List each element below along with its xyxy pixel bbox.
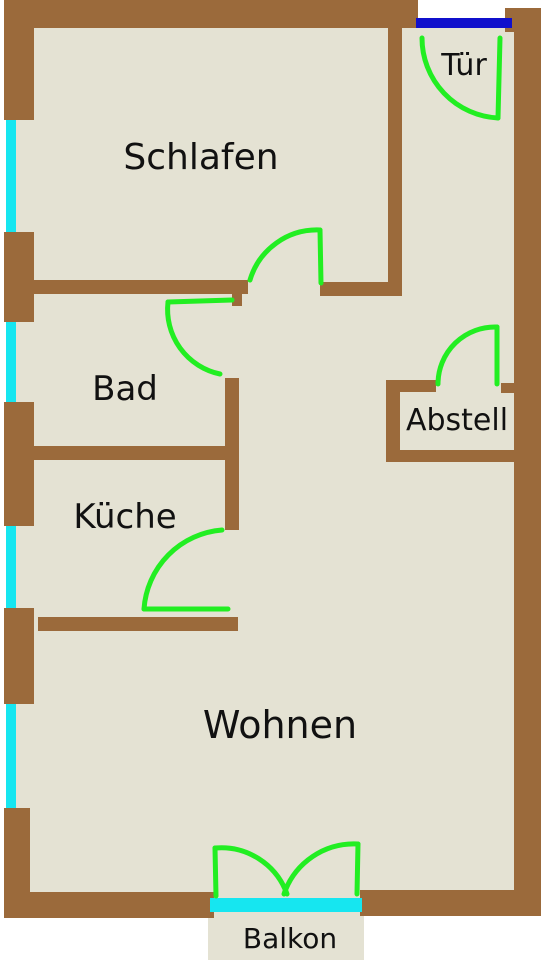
right-wall (514, 8, 541, 896)
window-schlafen (6, 120, 16, 232)
door-schlafen-swing (247, 227, 323, 283)
schlafen-bottom-wall-left (34, 280, 248, 294)
abstell-top-wall-right (501, 383, 518, 393)
door-balkon-left-leaf (212, 845, 219, 899)
bad-bottom-wall (34, 446, 239, 460)
room-label-abstell: Abstell (406, 403, 508, 438)
windows (6, 120, 362, 912)
door-schlafen-leaf (317, 227, 324, 286)
window-wohnen (6, 704, 16, 808)
bottom-wall-left (4, 892, 214, 918)
door-balkon-right-swing (281, 841, 361, 897)
schlafen-bottom-wall-right (320, 282, 402, 296)
left-wall-5 (4, 808, 30, 918)
door-bad-leaf (165, 297, 235, 305)
window-balkon (210, 898, 362, 912)
door-balkon-right-leaf (354, 841, 361, 897)
left-wall-1 (4, 0, 34, 120)
door-entrance-leaf (495, 35, 503, 121)
window-kueche (6, 526, 16, 608)
left-wall-2 (4, 232, 34, 322)
abstell-bottom-wall (386, 450, 518, 462)
door-abstell-swing (435, 324, 500, 387)
room-label-balkon: Balkon (243, 922, 337, 955)
bad-top-stub (232, 292, 242, 306)
door-balkon-left-swing (212, 845, 290, 897)
left-wall-3 (4, 402, 34, 526)
top-wall (4, 0, 418, 28)
door-bad (165, 297, 235, 377)
door-kueche (141, 527, 231, 612)
room-label-kueche: Küche (73, 497, 176, 537)
doors (141, 35, 503, 899)
room-label-schlafen: Schlafen (123, 137, 278, 178)
outer-walls (4, 0, 541, 918)
room-label-tuer: Tür (440, 48, 487, 83)
door-entrance-swing (419, 35, 501, 121)
window-bad (6, 322, 16, 402)
door-abstell (435, 324, 500, 387)
left-wall-4 (4, 608, 34, 704)
door-bad-swing (165, 299, 223, 377)
bottom-wall-right (360, 890, 541, 916)
schlafen-right-wall (388, 28, 402, 296)
door-kueche-swing (141, 527, 225, 612)
door-balkon (212, 841, 361, 899)
abstell-left-wall (386, 380, 400, 460)
inner-walls (34, 28, 518, 631)
balcony-area (208, 906, 364, 960)
room-label-bad: Bad (92, 369, 158, 409)
entrance-door-threshold (416, 18, 512, 28)
door-entrance (419, 35, 503, 121)
room-label-wohnen: Wohnen (203, 703, 357, 747)
door-schlafen (247, 227, 324, 286)
kueche-bottom-wall (38, 617, 238, 631)
